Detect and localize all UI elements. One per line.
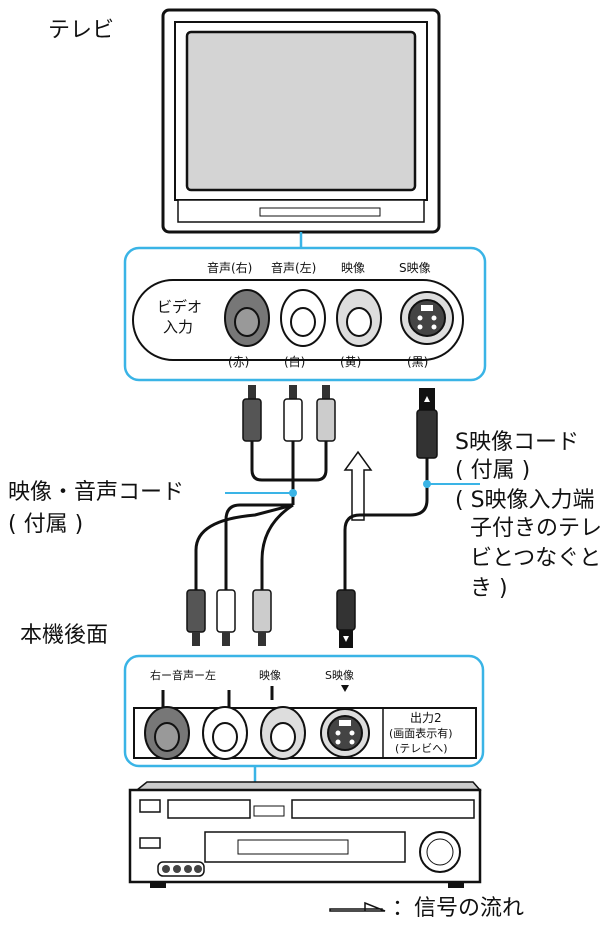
deck-video-label: 映像 (259, 669, 281, 682)
tv-jack-s-video (400, 291, 454, 345)
deck-s-video-label: S映像 (325, 669, 354, 682)
tv-jack-video (336, 289, 382, 347)
signal-flow-arrow (343, 450, 373, 521)
s-cord-line4: 子付きのテレ (470, 516, 603, 541)
deck-output-line1: 出力2 (410, 711, 442, 725)
deck-jack-audio-left (202, 706, 248, 760)
s-cord-line1: S映像コード (455, 430, 579, 455)
tv-color-white: (白) (284, 355, 306, 369)
tv-color-black: (黒) (407, 355, 429, 369)
tv-color-red: (赤) (228, 355, 250, 369)
tv-jack-audio-left (280, 289, 326, 347)
tv-header-audio-left: 音声(左) (271, 261, 317, 275)
vcr-deck-illustration (128, 781, 482, 888)
tv-header-s-video: S映像 (399, 261, 431, 275)
legend-arrow-icon (329, 901, 386, 912)
tv-header-audio-right: 音声(右) (207, 261, 253, 275)
tv-input-label-line2: 入力 (163, 318, 194, 336)
tv-illustration (161, 8, 441, 234)
deck-jack-video (260, 706, 306, 760)
av-cord-note: ( 付属 ) (8, 512, 84, 537)
tv-label: テレビ (48, 18, 115, 43)
legend-text: ：信号の流れ (392, 896, 525, 921)
tv-color-yellow: (黄) (340, 355, 362, 369)
deck-jack-s-video (320, 708, 370, 758)
deck-output-line3: (テレビへ) (395, 742, 448, 755)
tv-input-label-line1: ビデオ (157, 298, 203, 316)
av-cord-label: 映像・音声コード (8, 480, 185, 505)
deck-jack-audio-right (144, 706, 190, 760)
tv-jack-audio-right (224, 289, 270, 347)
av-cable-lower-plugs (186, 589, 272, 646)
s-cord-line3: ( S映像入力端 (455, 488, 595, 513)
s-video-cable (336, 388, 438, 648)
deck-output-line2: (画面表示有) (389, 727, 453, 740)
tv-header-video: 映像 (341, 261, 366, 275)
av-cable-upper-plugs (194, 385, 336, 590)
s-cord-line2: ( 付属 ) (455, 458, 531, 483)
deck-label: 本機後面 (20, 623, 109, 648)
deck-audio-label: 右ー音声ー左 (150, 669, 216, 682)
s-cord-line6: き ) (470, 576, 508, 601)
s-cord-line5: ビとつなぐと (470, 546, 602, 571)
